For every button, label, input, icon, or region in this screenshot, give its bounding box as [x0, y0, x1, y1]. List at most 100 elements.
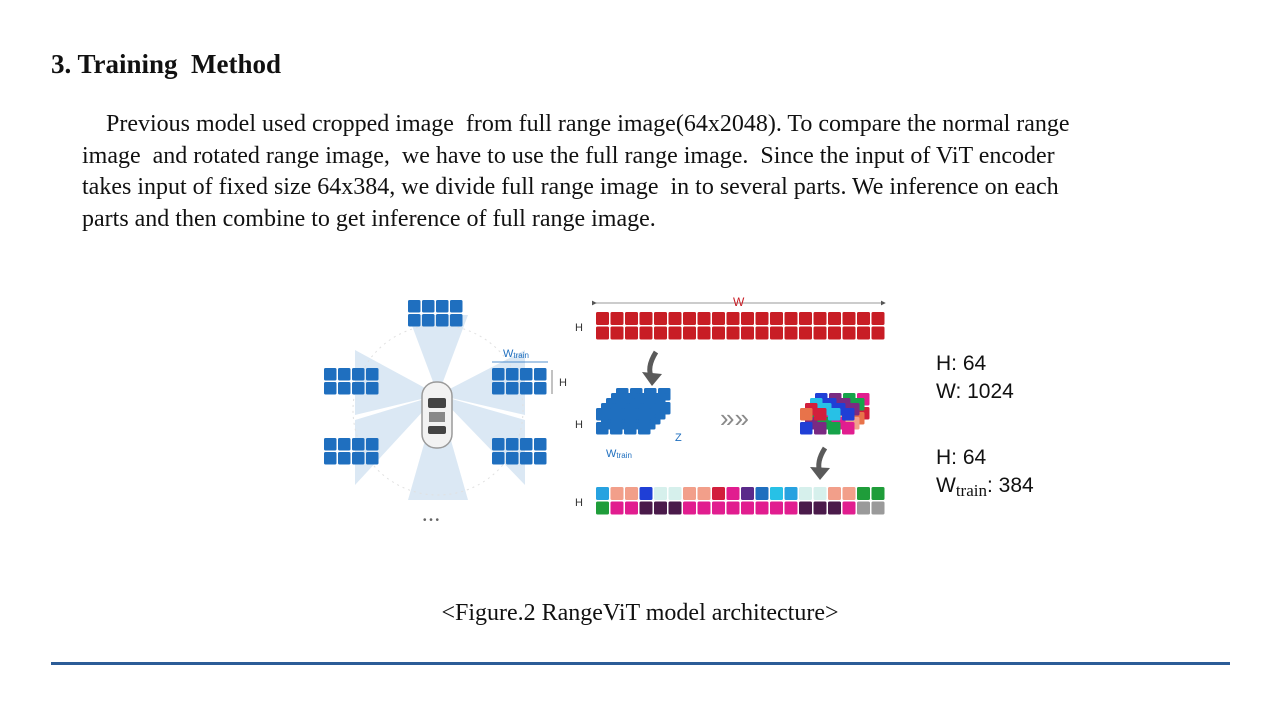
strip-cell [871, 487, 885, 500]
strip-cell [784, 501, 798, 515]
strip-cell [610, 487, 624, 500]
patch-cell [436, 300, 449, 313]
strip-cell [726, 501, 740, 515]
strip-cell [596, 487, 609, 500]
w-train-label: Wtrain [503, 348, 529, 360]
strip-cell [697, 487, 711, 500]
train-image-specs: H: 64 Wtrain: 384 [936, 444, 1034, 505]
patch-cell [842, 422, 855, 435]
strip-cell [741, 326, 754, 340]
patch-cell [506, 382, 519, 395]
patch-cell [324, 368, 337, 381]
patch-cell [366, 382, 379, 395]
strip-cell [726, 326, 740, 340]
patch-cell [828, 408, 841, 421]
patch-cell [534, 438, 547, 451]
h-label: H [575, 322, 583, 334]
strip-cell [625, 487, 638, 500]
w-train-label: Wtrain [606, 448, 632, 460]
strip-cell [654, 312, 667, 325]
strip-cell [842, 326, 856, 340]
h-label: H [559, 377, 567, 389]
patch-cell [436, 314, 449, 327]
strip-cell [697, 326, 711, 340]
patch-cell [520, 438, 533, 451]
stacked-output-patches [800, 393, 870, 435]
range-image-panel: W H H Z Wtrain »» H [575, 295, 886, 515]
strip-cell [712, 487, 725, 500]
strip-cell [610, 501, 624, 515]
patch-cell [422, 314, 435, 327]
patch-cell [624, 408, 637, 421]
strip-cell [842, 312, 856, 325]
strip-cell [770, 326, 783, 340]
strip-cell [610, 312, 624, 325]
full-height-spec: H: 64 [936, 352, 987, 375]
strip-cell [799, 312, 812, 325]
strip-cell [741, 312, 754, 325]
paragraph-line: takes input of fixed size 64x384, we div… [82, 174, 1059, 200]
patch-cell [506, 452, 519, 465]
patch-cell [338, 368, 351, 381]
strip-cell [654, 487, 667, 500]
full-range-image-strip [596, 312, 885, 340]
patch-cell [534, 382, 547, 395]
patch-cell [492, 438, 505, 451]
strip-cell [668, 487, 682, 500]
strip-cell [871, 501, 885, 515]
strip-cell [813, 501, 827, 515]
strip-cell [596, 326, 609, 340]
strip-cell [828, 312, 841, 325]
patch-cell [610, 408, 623, 421]
w-label: W [733, 295, 745, 309]
strip-cell [799, 501, 812, 515]
strip-cell [726, 312, 740, 325]
full-width-spec: W: 1024 [936, 380, 1014, 403]
patch-cell [352, 382, 365, 395]
strip-cell [857, 326, 870, 340]
strip-cell [668, 326, 682, 340]
strip-cell [683, 312, 696, 325]
strip-cell [813, 326, 827, 340]
patch-cell [324, 438, 337, 451]
h-label: H [575, 497, 583, 509]
strip-cell [697, 501, 711, 515]
strip-cell [842, 487, 856, 500]
chevrons-icon: »» [720, 403, 749, 433]
patch-cell [534, 452, 547, 465]
full-image-specs: H: 64 W: 1024 [936, 350, 1014, 406]
paragraph-line: image and rotated range image, we have t… [82, 142, 1055, 169]
patch-cell [408, 300, 421, 313]
train-height-spec: H: 64 [936, 446, 987, 469]
patch-cell [492, 452, 505, 465]
ellipsis-dots: • • • [423, 515, 440, 526]
strip-cell [683, 487, 696, 500]
strip-cell [857, 487, 870, 500]
paragraph-line: Previous model used cropped image from f… [82, 111, 1070, 137]
paragraph-line: parts and then combine to get inference … [82, 205, 656, 232]
patch-cell [324, 382, 337, 395]
patch-cell [638, 408, 651, 421]
strip-cell [712, 501, 725, 515]
strip-cell [639, 326, 653, 340]
patch-cell [492, 368, 505, 381]
strip-cell [683, 501, 696, 515]
strip-cell [813, 487, 827, 500]
strip-cell [683, 326, 696, 340]
strip-cell [842, 501, 856, 515]
figure-caption: <Figure.2 RangeViT model architecture> [441, 600, 839, 626]
strip-cell [871, 312, 885, 325]
patch-cell [366, 368, 379, 381]
strip-cell [741, 501, 754, 515]
patch-cell [492, 382, 505, 395]
patch-cell [352, 368, 365, 381]
strip-cell [755, 326, 769, 340]
strip-cell [755, 487, 769, 500]
z-label: Z [675, 432, 682, 444]
strip-cell [639, 487, 653, 500]
strip-cell [726, 487, 740, 500]
strip-cell [799, 326, 812, 340]
patch-cell [842, 408, 855, 421]
patch-cell [520, 382, 533, 395]
strip-cell [654, 326, 667, 340]
